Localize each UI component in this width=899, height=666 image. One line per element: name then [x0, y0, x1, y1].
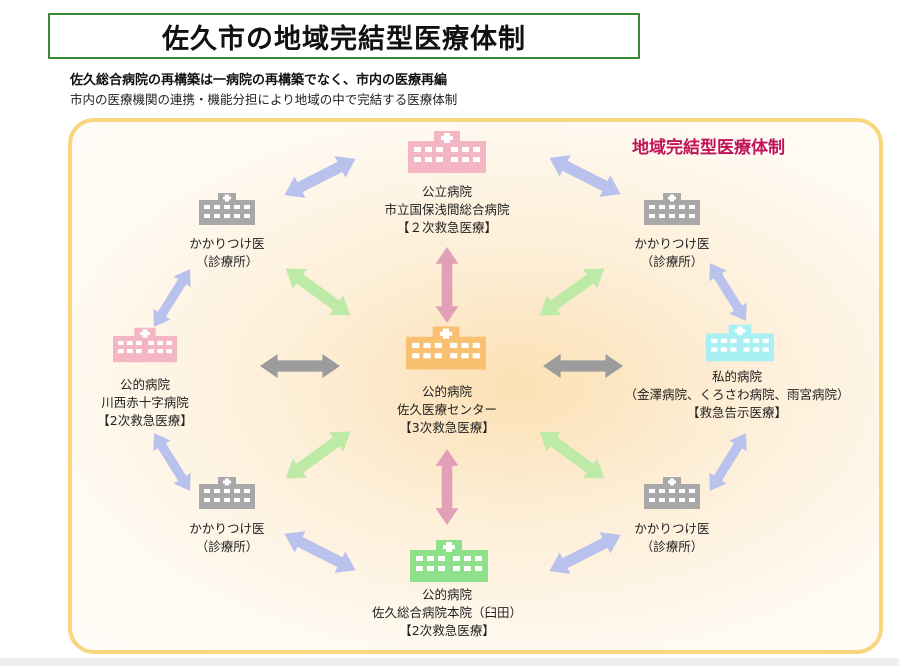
arrow-left-clinic-bl: [145, 427, 199, 497]
page-title: 佐久市の地域完結型医療体制: [162, 23, 526, 55]
arrow-center-top: [435, 247, 459, 323]
subtitle-bold: 佐久総合病院の再構築は一病院の再構築でなく、市内の医療再編: [70, 73, 448, 88]
clinic-icon: [199, 193, 255, 225]
node-label-left: 公的病院 川西赤十字病院 【2次救急医療】: [97, 377, 193, 428]
title-box: 佐久市の地域完結型医療体制: [48, 13, 640, 59]
arrow-center-bottom: [435, 449, 459, 525]
arrow-right-clinic-br: [701, 427, 755, 497]
node-label-bottom: 公的病院 佐久総合病院本院（臼田） 【2次救急医療】: [371, 587, 522, 638]
arrow-center-clinic-tl: [278, 258, 358, 326]
node-label-clinic-tr: かかりつけ医 （診療所）: [634, 236, 710, 269]
subtitle: 市内の医療機関の連携・機能分担により地域の中で完結する医療体制: [70, 92, 458, 107]
node-label-clinic-bl: かかりつけ医 （診療所）: [189, 521, 265, 554]
clinic-icon: [199, 477, 255, 509]
hospital-icon: [408, 131, 486, 173]
node-label-top: 公立病院 市立国保浅間総合病院 【２次救急医療】: [384, 184, 510, 235]
clinic-icon: [644, 477, 700, 509]
hospital-icon: [410, 540, 488, 582]
arrow-center-clinic-bl: [278, 421, 358, 489]
hospital-icon: [406, 326, 486, 370]
hospital-icon: [706, 324, 774, 362]
node-label-right: 私的病院 （金澤病院、くろさわ病院、雨宮病院） 【救急告示医療】: [624, 369, 850, 420]
node-label-center: 公的病院 佐久医療センター 【3次救急医療】: [396, 384, 497, 435]
hospital-icon: [113, 327, 177, 363]
clinic-icon: [644, 193, 700, 225]
node-label-clinic-tl: かかりつけ医 （診療所）: [189, 236, 265, 269]
arrow-top-clinic-tr: [543, 147, 627, 205]
arrow-center-clinic-tr: [532, 258, 612, 326]
arrow-center-left: [260, 354, 340, 378]
node-label-clinic-br: かかりつけ医 （診療所）: [634, 521, 710, 554]
arrow-clinic-tl-left: [145, 263, 199, 333]
region-label: 地域完結型医療体制: [632, 138, 785, 158]
arrow-bottom-clinic-bl: [278, 523, 362, 581]
bottom-strip: [0, 658, 899, 666]
